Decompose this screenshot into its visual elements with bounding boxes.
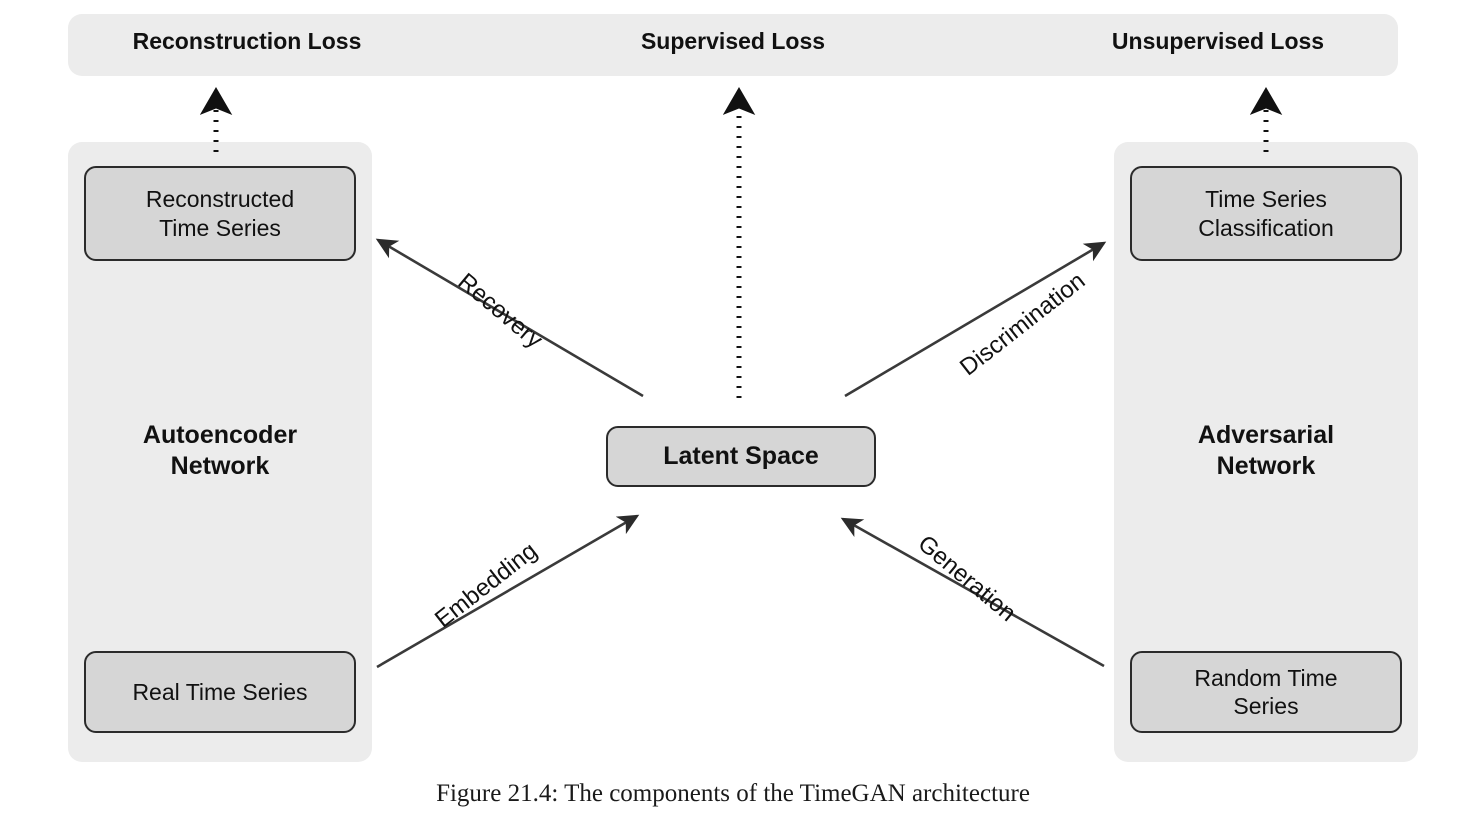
- node-random-line1: Random Time: [1194, 664, 1338, 691]
- figure-caption: Figure 21.4: The components of the TimeG…: [436, 780, 1030, 807]
- supervised-loss-label: Supervised Loss: [640, 28, 826, 54]
- arrow-embedding: [376, 514, 640, 669]
- node-classification-line2: Classification: [1198, 214, 1334, 241]
- edge-label-embedding: Embedding: [430, 537, 543, 634]
- node-latent-space: Latent Space: [606, 426, 876, 487]
- node-random-time-series: Random Time Series: [1130, 651, 1402, 733]
- adversarial-network-title-line2: Network: [1216, 452, 1316, 481]
- node-latent-label: Latent Space: [663, 442, 819, 471]
- node-real-time-series: Real Time Series: [84, 651, 356, 733]
- edge-label-recovery: Recovery: [452, 268, 548, 354]
- loss-banner: Reconstruction Loss Supervised Loss Unsu…: [68, 14, 1398, 76]
- edge-label-discrimination: Discrimination: [955, 267, 1091, 382]
- node-real-line1: Real Time Series: [132, 678, 308, 705]
- autoencoder-network-title-line2: Network: [170, 452, 270, 481]
- node-reconstructed-line2: Time Series: [159, 214, 281, 241]
- reconstruction-loss-label: Reconstruction Loss: [132, 28, 362, 54]
- autoencoder-network-title-line1: Autoencoder: [142, 421, 298, 449]
- autoencoder-network-title: Autoencoder Network: [68, 420, 372, 483]
- unsupervised-loss-label: Unsupervised Loss: [1111, 28, 1325, 54]
- node-classification-line1: Time Series: [1205, 186, 1327, 213]
- adversarial-network-title: Adversarial Network: [1114, 420, 1418, 483]
- node-reconstructed-time-series: Reconstructed Time Series: [84, 166, 356, 261]
- node-time-series-classification: Time Series Classification: [1130, 166, 1402, 261]
- adversarial-network-title-line1: Adversarial: [1197, 421, 1335, 449]
- node-random-line2: Series: [1233, 693, 1299, 719]
- node-reconstructed-line1: Reconstructed: [145, 186, 295, 213]
- edge-label-generation: Generation: [912, 530, 1021, 628]
